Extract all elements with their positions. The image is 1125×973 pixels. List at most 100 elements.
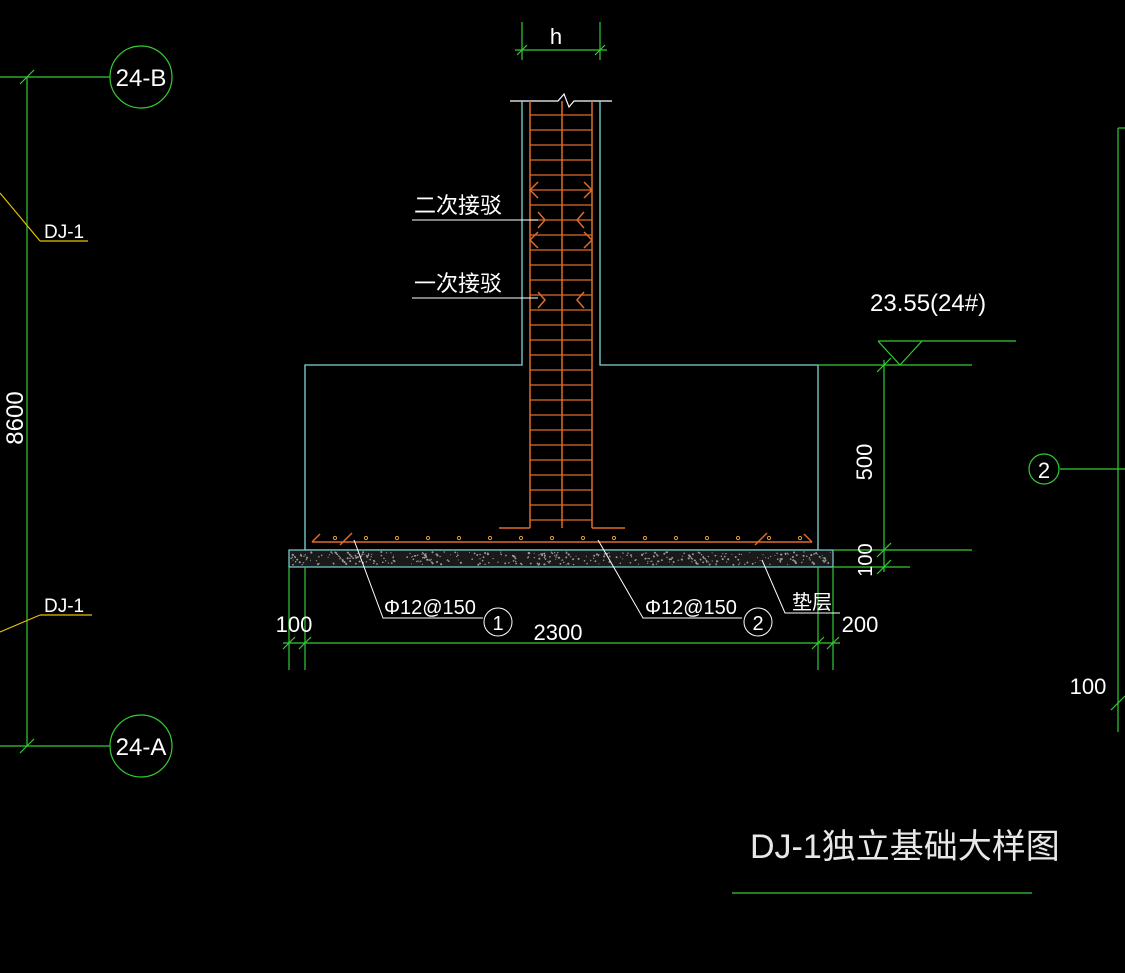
cushion-aggregate [543, 552, 546, 555]
cushion-aggregate [549, 560, 552, 563]
cushion-aggregate [429, 559, 431, 561]
cushion-aggregate [416, 560, 418, 563]
cushion-aggregate [392, 559, 394, 562]
cushion-aggregate [565, 551, 568, 553]
cushion-aggregate [290, 557, 292, 560]
cushion-aggregate [647, 560, 649, 563]
cushion-aggregate [649, 560, 652, 562]
cushion-aggregate [572, 558, 575, 561]
cushion-aggregate [310, 551, 313, 554]
cushion-aggregate [440, 563, 443, 566]
cushion-aggregate [738, 563, 740, 566]
cushion-aggregate [520, 563, 523, 566]
cushion-aggregate [430, 558, 432, 561]
cushion-aggregate [634, 559, 637, 561]
cushion-aggregate [801, 561, 803, 564]
cushion-aggregate [431, 551, 434, 554]
cushion-aggregate [305, 558, 308, 560]
cushion-aggregate [390, 562, 393, 564]
cushion-aggregate [711, 560, 713, 562]
cushion-aggregate [811, 561, 814, 564]
cushion-aggregate [780, 557, 783, 561]
cushion-aggregate [298, 561, 301, 564]
cushion-aggregate [406, 556, 409, 559]
distribution-bar [735, 535, 741, 541]
cushion-aggregate [619, 556, 622, 558]
distribution-bar [425, 535, 431, 541]
distribution-bar [766, 535, 772, 541]
cushion-aggregate [694, 559, 696, 562]
cushion-aggregate [348, 553, 351, 556]
cushion-aggregate [792, 559, 795, 562]
cushion-aggregate [447, 560, 450, 563]
cushion-aggregate [301, 555, 303, 557]
cushion-aggregate [756, 557, 759, 559]
cushion-aggregate [680, 558, 683, 561]
cushion-aggregate [630, 554, 632, 557]
cushion-aggregate [759, 560, 761, 561]
cushion-aggregate [562, 561, 565, 564]
cushion-aggregate [355, 562, 357, 565]
cushion-aggregate [821, 554, 823, 556]
elevation-mark [818, 340, 1016, 366]
cushion-aggregate [294, 561, 297, 563]
rebar-left-marker: 1 [492, 613, 503, 635]
cushion-aggregate [619, 562, 622, 565]
cushion-aggregate [814, 562, 815, 564]
cushion-aggregate [328, 554, 330, 556]
cushion-aggregate [340, 557, 342, 559]
axis-bubble-top [109, 45, 173, 109]
cushion-aggregate [592, 557, 595, 559]
cushion-aggregate [369, 558, 372, 561]
cushion-aggregate [738, 553, 741, 556]
cushion-aggregate [597, 555, 600, 557]
drawing-title: DJ-1独立基础大样图 [750, 828, 1060, 866]
cushion-aggregate [570, 556, 572, 558]
cushion-aggregate [644, 557, 647, 560]
cushion-aggregate [687, 557, 690, 560]
cushion-aggregate [435, 560, 439, 564]
cushion-aggregate [691, 553, 694, 556]
cushion-aggregate [412, 558, 415, 561]
cushion-aggregate [533, 552, 535, 554]
distribution-bar [673, 535, 679, 541]
cushion-aggregate [725, 561, 728, 563]
cushion-aggregate [731, 553, 733, 556]
cushion-aggregate [626, 554, 628, 557]
cushion-aggregate [372, 562, 375, 565]
cushion-aggregate [622, 552, 624, 554]
rebar-marker-circle-1 [483, 607, 513, 637]
cushion-aggregate [555, 556, 557, 558]
cushion-aggregate [425, 553, 427, 555]
cushion-aggregate [671, 564, 673, 566]
cushion-aggregate [776, 552, 778, 555]
cushion-aggregate [358, 560, 361, 563]
cushion-aggregate [715, 560, 718, 563]
distribution-bar-dots [332, 535, 803, 541]
cushion-aggregate [515, 562, 518, 565]
cushion-aggregate [538, 563, 541, 565]
cushion-aggregate [677, 559, 679, 561]
splice-label-first: 一次接驳 [414, 271, 502, 296]
distribution-bar [456, 535, 462, 541]
cushion-aggregate [482, 556, 485, 559]
cushion-aggregate [345, 562, 348, 566]
height-dimensions [833, 357, 972, 575]
cushion-aggregate [646, 562, 649, 564]
cushion-aggregate [640, 553, 644, 556]
cushion-aggregate [827, 562, 830, 564]
cushion-aggregate [700, 553, 703, 556]
cushion-aggregate [802, 559, 804, 561]
cushion-aggregate [809, 559, 811, 561]
cushion-aggregate [762, 554, 764, 556]
cushion-aggregate [769, 563, 771, 566]
cushion-aggregate [548, 561, 550, 564]
cushion-aggregate [456, 554, 459, 557]
cushion-aggregate [309, 559, 312, 561]
cushion-aggregate [661, 559, 663, 562]
cushion-aggregate [504, 562, 507, 565]
cushion-aggregate [813, 553, 815, 555]
cushion-aggregate [789, 558, 792, 560]
cushion-aggregate [450, 554, 452, 556]
cushion-aggregate [419, 560, 422, 563]
